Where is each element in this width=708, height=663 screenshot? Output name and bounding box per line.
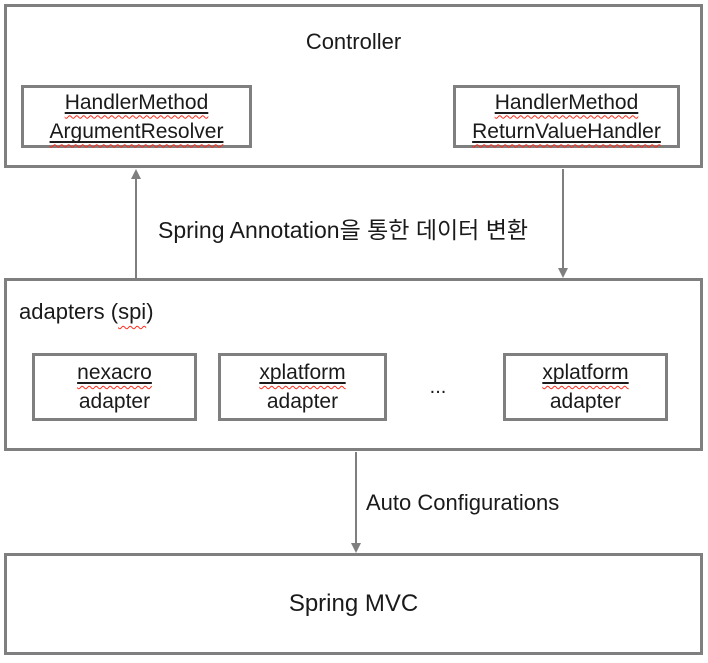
xplatform-adapter2-line2: adapter [549, 390, 622, 413]
adapters-title-suffix: ) [146, 299, 154, 324]
adapters-title-prefix: adapters ( [19, 299, 119, 324]
arrow-down-right-icon [558, 268, 568, 278]
controller-title: Controller [305, 29, 402, 54]
arrow-down-bottom-line [355, 452, 357, 544]
auto-config-label: Auto Configurations [366, 490, 560, 515]
controller-box: Controller HandlerMethod ArgumentResolve… [4, 4, 703, 168]
return-value-handler-line1: HandlerMethod [494, 90, 639, 114]
return-value-handler-line2: ReturnValueHandler [472, 119, 661, 143]
nexacro-adapter-line1: nexacro [77, 361, 152, 384]
xplatform-adapter1-line1: xplatform [259, 361, 346, 384]
annotation-flow-label: Spring Annotation을 통한 데이터 변환 [158, 217, 529, 243]
argument-resolver-line2: ArgumentResolver [49, 119, 224, 143]
xplatform-adapter2-line1: xplatform [542, 361, 629, 384]
arrow-up-line [135, 178, 137, 278]
nexacro-adapter-box: nexacro adapter [32, 353, 197, 421]
adapters-ellipsis: ... [429, 375, 447, 398]
arrow-down-right-line [562, 169, 564, 269]
adapters-spi-box: adapters (spi) nexacro adapter xplatform… [4, 278, 703, 451]
arrow-down-bottom-icon [351, 543, 361, 553]
adapters-title: adapters (spi) [19, 299, 154, 325]
spring-mvc-box: Spring MVC [4, 553, 703, 655]
xplatform-adapter-box-1: xplatform adapter [218, 353, 387, 421]
spring-mvc-label: Spring MVC [288, 590, 419, 617]
handler-method-argument-resolver-box: HandlerMethod ArgumentResolver [21, 85, 252, 148]
adapters-title-spi: spi [118, 299, 147, 324]
xplatform-adapter1-line2: adapter [266, 390, 339, 413]
arrow-up-icon [131, 169, 141, 179]
xplatform-adapter-box-2: xplatform adapter [503, 353, 668, 421]
handler-method-return-value-handler-box: HandlerMethod ReturnValueHandler [453, 85, 680, 148]
nexacro-adapter-line2: adapter [78, 390, 151, 413]
argument-resolver-line1: HandlerMethod [64, 90, 209, 114]
